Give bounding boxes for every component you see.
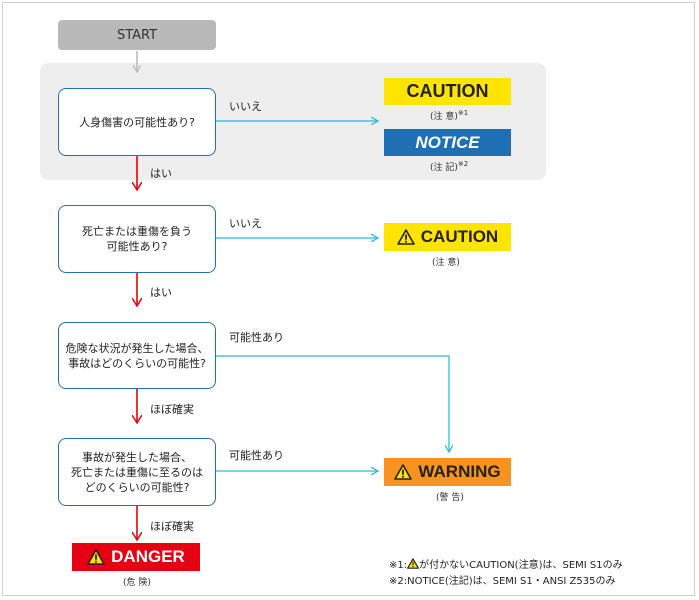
branch-yes-1: はい bbox=[150, 167, 172, 180]
warning-badge: WARNING bbox=[384, 458, 511, 486]
caution-label: CAUTION bbox=[406, 81, 489, 101]
notice-sub: (注 記)※2 bbox=[430, 160, 468, 173]
warning-triangle-icon bbox=[407, 558, 420, 569]
footnote-2: ※2:NOTICE(注記)は、SEMI S1・ANSI Z535のみ bbox=[389, 576, 616, 587]
caution-footnote-mark: ※1 bbox=[457, 109, 469, 117]
question-injury: 人身傷害の可能性あり? bbox=[58, 88, 216, 156]
caution-alert-label: CAUTION bbox=[420, 227, 499, 246]
notice-label: NOTICE bbox=[415, 132, 480, 152]
notice-sub-text: (注 記) bbox=[430, 163, 458, 173]
notice-badge: NOTICE bbox=[384, 129, 511, 156]
caution-sub-2: (注 意) bbox=[432, 258, 460, 268]
danger-badge: DANGER bbox=[72, 543, 200, 571]
branch-no-2: いいえ bbox=[229, 217, 262, 230]
notice-footnote-mark: ※2 bbox=[457, 160, 469, 168]
warning-label: WARNING bbox=[418, 462, 501, 481]
footnotes: ※1: が付かないCAUTION(注意)は、SEMI S1のみ ※2:NOTICE… bbox=[389, 558, 623, 590]
footnote-1-prefix: ※1: bbox=[389, 560, 408, 571]
warning-triangle-icon bbox=[87, 549, 105, 565]
branch-yes-2: はい bbox=[150, 286, 172, 299]
footnote-1: ※1: が付かないCAUTION(注意)は、SEMI S1のみ bbox=[389, 558, 623, 574]
question-accident-likelihood: 危険な状況が発生した場合、 事故はどのくらいの可能性? bbox=[58, 322, 216, 389]
warning-triangle-icon bbox=[394, 464, 413, 480]
caution-sub-1: (注 意)※1 bbox=[430, 109, 468, 122]
branch-possible-4: 可能性あり bbox=[229, 449, 284, 462]
start-node: START bbox=[58, 20, 216, 50]
warning-sub: (警 告) bbox=[436, 493, 464, 503]
branch-almost-3: ほぼ確実 bbox=[150, 403, 194, 416]
branch-almost-4: ほぼ確実 bbox=[150, 520, 194, 533]
caution-badge-alert: CAUTION bbox=[384, 223, 511, 251]
warning-triangle-icon bbox=[396, 229, 415, 245]
footnote-1-text: が付かないCAUTION(注意)は、SEMI S1のみ bbox=[419, 560, 623, 571]
possible-arrow-3 bbox=[216, 355, 449, 452]
question-death-or-serious-injury: 死亡または重傷を負う 可能性あり? bbox=[58, 205, 216, 273]
caution-badge-plain: CAUTION bbox=[384, 78, 511, 105]
danger-sub: (危 険) bbox=[123, 578, 151, 588]
caution-sub-text: (注 意) bbox=[430, 112, 458, 122]
danger-label: DANGER bbox=[111, 547, 185, 566]
question-severity-likelihood: 事故が発生した場合、 死亡または重傷に至るのは どのくらいの可能性? bbox=[58, 438, 216, 506]
branch-possible-3: 可能性あり bbox=[229, 331, 284, 344]
branch-no-1: いいえ bbox=[229, 100, 262, 113]
